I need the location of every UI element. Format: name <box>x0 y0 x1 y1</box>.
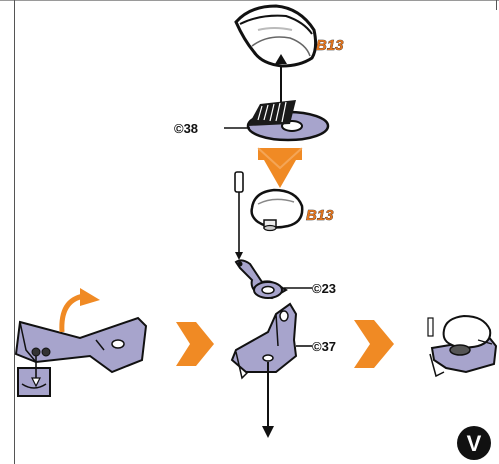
inset-detail-box <box>17 356 51 397</box>
top-right-tick <box>496 0 497 10</box>
cover-cap-part <box>234 4 318 68</box>
left-margin-line <box>14 0 15 464</box>
step-badge-letter: V <box>467 431 482 456</box>
screw-part <box>234 171 244 260</box>
lever-arm-part <box>234 259 288 300</box>
arrow-head-down <box>262 426 274 438</box>
cap-assembly-part <box>250 188 304 232</box>
finished-assembly-part <box>427 314 498 378</box>
arrow-head-up <box>275 54 287 64</box>
ref-label-37: ©37 <box>312 339 336 354</box>
ref-label-23: ©23 <box>312 281 336 296</box>
right-chevron-1 <box>176 322 214 366</box>
part-label-mid: B13 <box>306 207 334 224</box>
step-badge: V <box>457 426 491 460</box>
part-label-top: B13 <box>316 37 344 54</box>
left-bracket-part <box>14 316 148 374</box>
rotate-arrow-icon <box>59 288 100 333</box>
base-plate-part <box>246 100 330 142</box>
center-bracket-part <box>230 302 298 380</box>
right-chevron-2 <box>354 320 394 368</box>
ref-label-38: ©38 <box>174 121 198 136</box>
